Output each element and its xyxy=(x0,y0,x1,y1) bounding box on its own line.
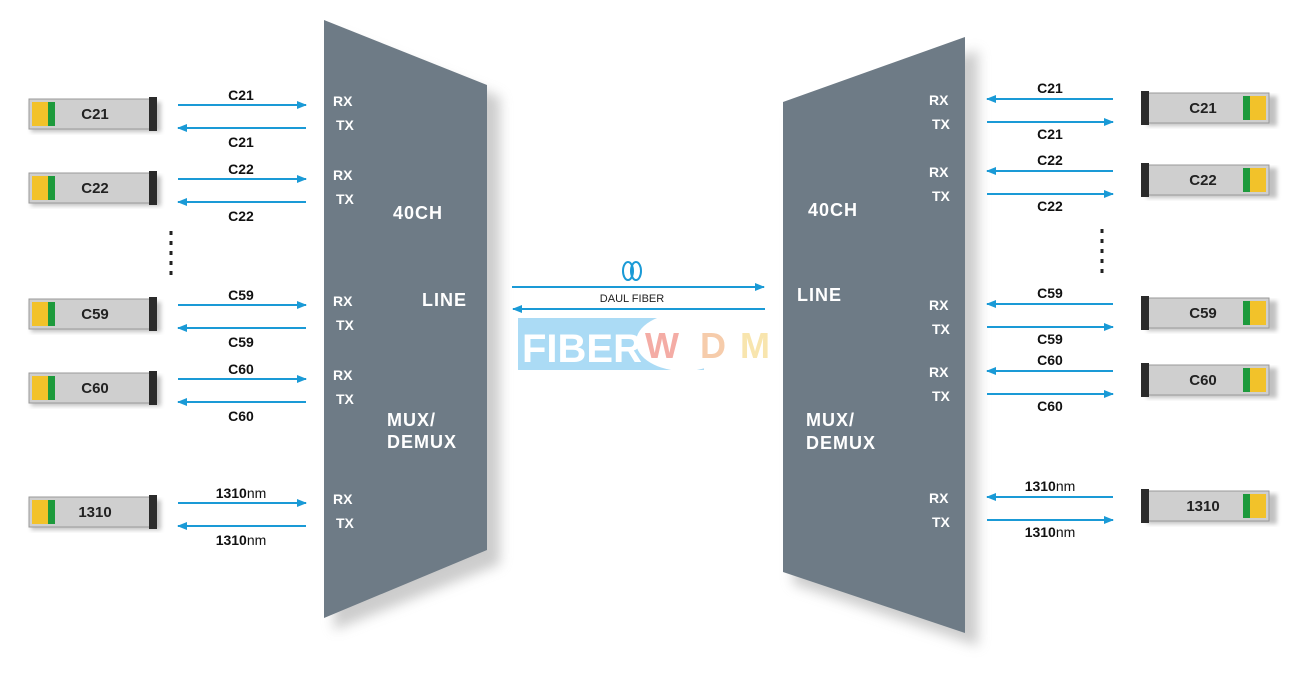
rx-port-label: RX xyxy=(333,367,353,383)
transceiver-right-C60: C60 xyxy=(1141,363,1277,398)
svg-text:C60: C60 xyxy=(81,380,109,397)
transceiver-left-C21: C21 xyxy=(28,97,161,132)
fiber-coil-icon xyxy=(622,261,642,281)
left-mux-label: MUX/ xyxy=(387,410,436,430)
transceiver-left-1310: 1310 xyxy=(28,495,161,530)
right-demux-label: DEMUX xyxy=(806,433,876,453)
rx-port-label: RX xyxy=(333,491,353,507)
svg-text:W: W xyxy=(645,325,679,366)
rx-port-label: RX xyxy=(929,164,949,180)
transceiver-left-C22: C22 xyxy=(28,171,161,206)
svg-text:C59: C59 xyxy=(81,306,109,323)
channel-label-bottom: C60 xyxy=(1037,398,1063,414)
channel-label-bottom: C60 xyxy=(228,408,254,424)
channel-label-bottom: C22 xyxy=(228,208,254,224)
transceiver-right-C22: C22 xyxy=(1141,163,1277,198)
svg-text:C60: C60 xyxy=(1189,372,1217,389)
tx-port-label: TX xyxy=(932,116,951,132)
channel-label-top: C21 xyxy=(228,87,254,103)
left-40ch-label: 40CH xyxy=(393,203,443,223)
transceiver-right-C59: C59 xyxy=(1141,296,1277,331)
right-line-label: LINE xyxy=(797,285,842,305)
tx-port-label: TX xyxy=(932,514,951,530)
svg-text:C21: C21 xyxy=(1189,100,1217,117)
transceiver-right-C21: C21 xyxy=(1141,91,1277,126)
right-40ch-label: 40CH xyxy=(808,200,858,220)
tx-port-label: TX xyxy=(932,388,951,404)
svg-text:FIBER: FIBER xyxy=(522,327,642,371)
channel-label-top: C60 xyxy=(228,361,254,377)
channel-label-bottom: 1310nm xyxy=(216,532,267,548)
rx-port-label: RX xyxy=(929,364,949,380)
channel-label-top: C22 xyxy=(1037,152,1063,168)
rx-port-label: RX xyxy=(333,293,353,309)
right-mux-label: MUX/ xyxy=(806,410,855,430)
channel-label-top: C60 xyxy=(1037,352,1063,368)
rx-port-label: RX xyxy=(929,490,949,506)
svg-text:1310: 1310 xyxy=(78,504,111,521)
svg-text:1310: 1310 xyxy=(1186,498,1219,515)
channel-label-bottom: C22 xyxy=(1037,198,1063,214)
svg-text:C22: C22 xyxy=(81,180,109,197)
svg-text:C21: C21 xyxy=(81,106,109,123)
dual-fiber-label: DAUL FIBER xyxy=(600,293,664,305)
channel-label-bottom: C59 xyxy=(228,334,254,350)
tx-port-label: TX xyxy=(932,188,951,204)
right-mux-panel xyxy=(783,37,965,633)
left-line-label: LINE xyxy=(422,290,467,310)
channel-label-top: 1310nm xyxy=(216,485,267,501)
svg-text:C59: C59 xyxy=(1189,305,1217,322)
tx-port-label: TX xyxy=(932,321,951,337)
rx-port-label: RX xyxy=(929,297,949,313)
channel-label-top: C21 xyxy=(1037,80,1063,96)
left-demux-label: DEMUX xyxy=(387,432,457,452)
channel-label-bottom: C59 xyxy=(1037,331,1063,347)
channel-label-bottom: 1310nm xyxy=(1025,524,1076,540)
channel-label-top: C59 xyxy=(1037,285,1063,301)
rx-port-label: RX xyxy=(929,92,949,108)
tx-port-label: TX xyxy=(336,317,355,333)
channel-label-top: C59 xyxy=(228,287,254,303)
channel-label-top: 1310nm xyxy=(1025,478,1076,494)
tx-port-label: TX xyxy=(336,391,355,407)
channel-label-bottom: C21 xyxy=(228,134,254,150)
svg-text:C22: C22 xyxy=(1189,172,1217,189)
fiberwdm-logo: FIBER W D M xyxy=(518,313,770,371)
svg-text:D: D xyxy=(700,325,726,366)
svg-text:M: M xyxy=(740,325,770,366)
channel-label-top: C22 xyxy=(228,161,254,177)
tx-port-label: TX xyxy=(336,515,355,531)
tx-port-label: TX xyxy=(336,117,355,133)
tx-port-label: TX xyxy=(336,191,355,207)
left-mux-panel xyxy=(324,20,487,618)
rx-port-label: RX xyxy=(333,93,353,109)
transceiver-right-1310: 1310 xyxy=(1141,489,1277,524)
channel-label-bottom: C21 xyxy=(1037,126,1063,142)
rx-port-label: RX xyxy=(333,167,353,183)
transceiver-left-C59: C59 xyxy=(28,297,161,332)
transceiver-left-C60: C60 xyxy=(28,371,161,406)
